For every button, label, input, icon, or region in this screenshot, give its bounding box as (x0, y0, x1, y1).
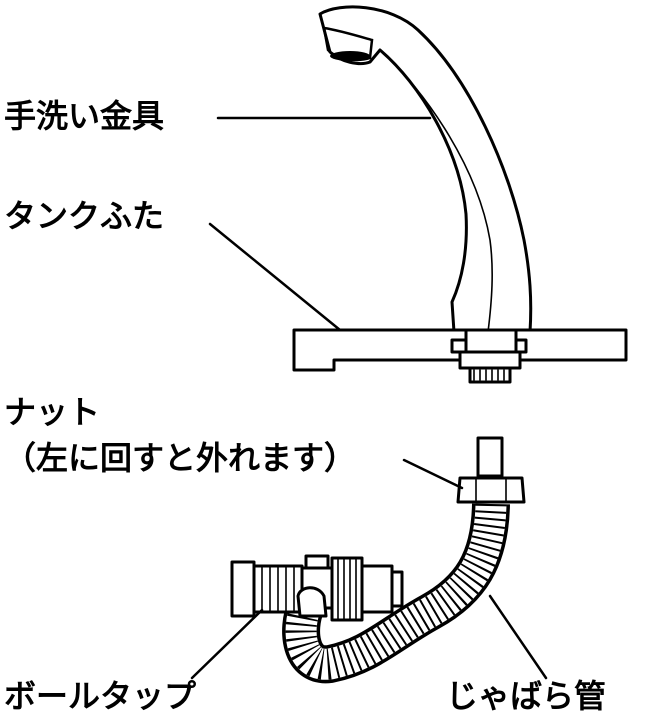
ball-tap-body (230, 554, 404, 622)
label-faucet: 手洗い金具 (4, 97, 165, 135)
faucet-nut (450, 328, 528, 384)
leader-nut (402, 458, 464, 490)
label-nut-note: （左に回すと外れます） (4, 439, 357, 477)
label-tank-lid: タンクふた (4, 197, 165, 235)
label-bellows-pipe: じゃばら管 (446, 677, 607, 715)
hose-nut (456, 436, 526, 504)
faucet (318, 5, 533, 334)
leader-bellows (488, 594, 548, 680)
leader-lines (190, 116, 548, 680)
label-ball-tap: ボールタップ (4, 677, 197, 715)
label-nut: ナット (4, 393, 101, 431)
leader-tank-lid (208, 222, 342, 332)
leader-ball-tap (190, 608, 264, 680)
bellows-pipe (282, 503, 510, 684)
